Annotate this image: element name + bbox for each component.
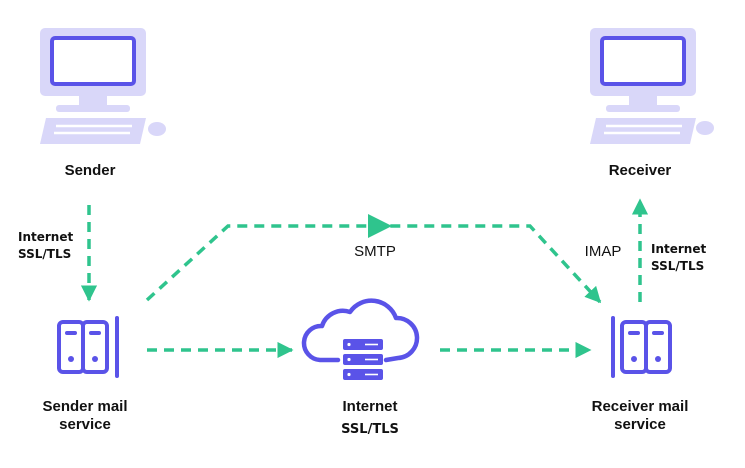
sender-mail-label-line1: Sender mail bbox=[42, 398, 128, 415]
internet-node-label-line2: SSL/TLS bbox=[341, 422, 399, 437]
sender-mail-label: Sender mail service bbox=[20, 398, 150, 434]
imap-label: IMAP bbox=[584, 243, 622, 260]
receiver-mail-label-line1: Receiver mail bbox=[591, 398, 689, 415]
sender-label: Sender bbox=[64, 162, 116, 179]
cloud-server-icon bbox=[301, 298, 420, 380]
receiver-link-label: Internet SSL/TLS bbox=[651, 242, 706, 274]
receiver-label: Receiver bbox=[608, 162, 672, 179]
receiver-mail-label: Receiver mail service bbox=[570, 398, 710, 434]
internet-node-label-line1: Internet bbox=[342, 398, 398, 415]
sender-mail-server-icon bbox=[57, 316, 119, 378]
smtp-arrowhead bbox=[368, 214, 392, 238]
sender-link-label: Internet SSL/TLS bbox=[18, 230, 73, 262]
sender-link-label-line2: SSL/TLS bbox=[18, 247, 72, 262]
sender-mail-label-line2: service bbox=[59, 416, 111, 433]
internet-node-label: Internet SSL/TLS bbox=[315, 398, 425, 438]
receiver-mail-server-icon bbox=[611, 316, 672, 378]
receiver-mail-label-line2: service bbox=[614, 416, 666, 433]
receiver-computer-icon bbox=[590, 28, 714, 144]
receiver-link-label-line2: SSL/TLS bbox=[651, 259, 705, 274]
receiver-link-label-line1: Internet bbox=[651, 242, 707, 256]
smtp-label: SMTP bbox=[354, 243, 396, 260]
sender-link-label-line1: Internet bbox=[18, 230, 74, 244]
sender-computer-icon bbox=[40, 28, 166, 144]
smtp-arrow bbox=[145, 224, 602, 304]
